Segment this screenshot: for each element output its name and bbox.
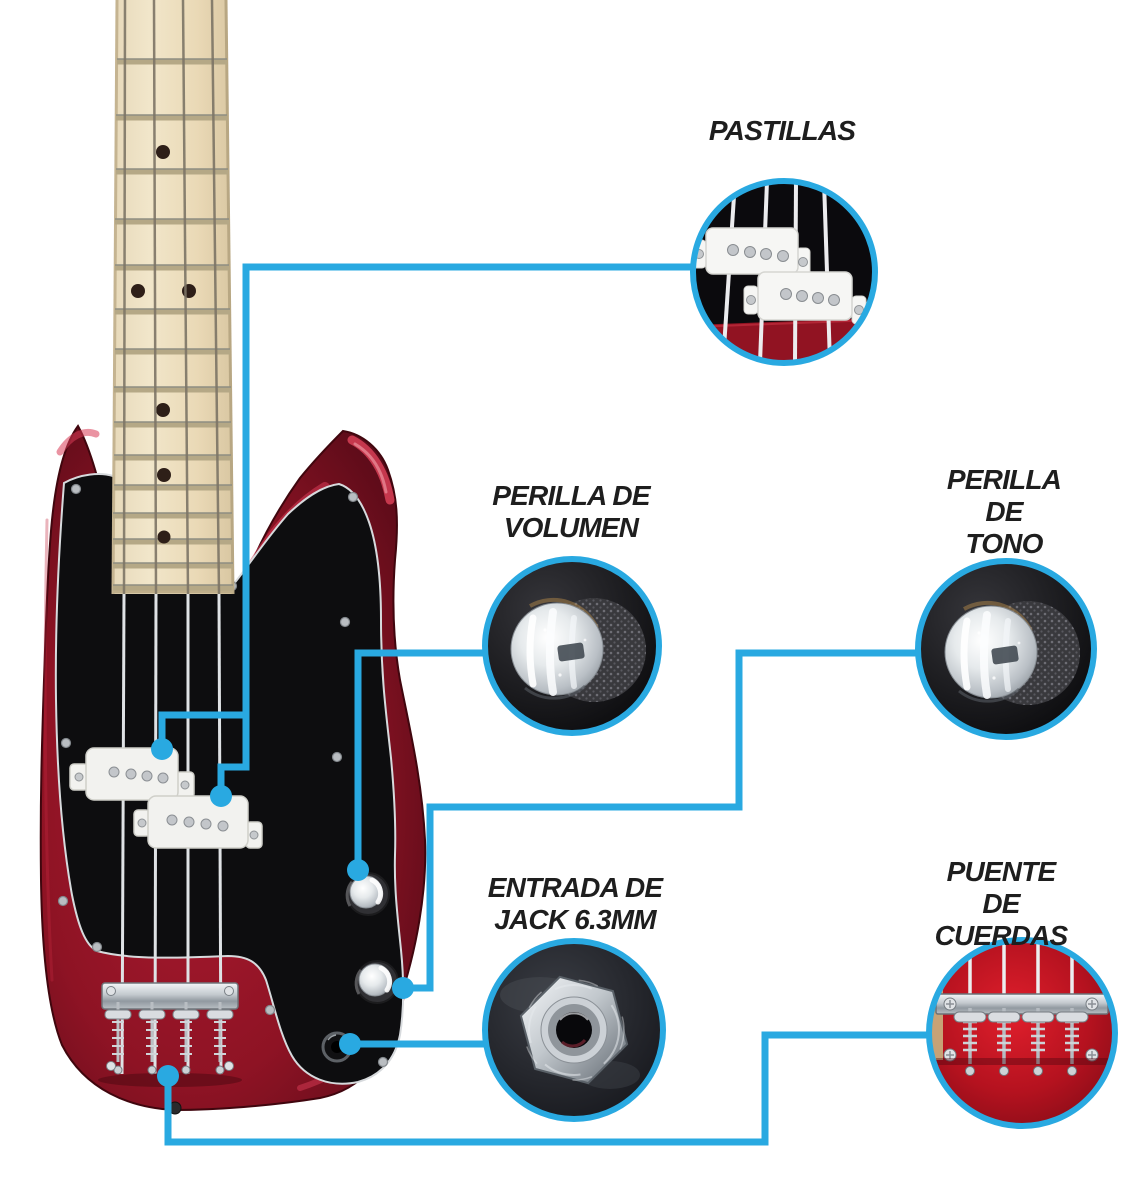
pickup-half-upper [69, 747, 195, 801]
pickup-half-lower [133, 795, 263, 849]
neck [111, 0, 235, 595]
label-string-bridge: PUENTE DE CUERDAS [934, 856, 1069, 951]
pickups-zoom-circle [690, 178, 878, 366]
bridge-zoom-circle [926, 937, 1118, 1129]
pickguard [54, 473, 405, 1085]
jack-zoom-circle [482, 938, 666, 1122]
jack-dot [339, 1033, 361, 1055]
volume-zoom-circle [482, 556, 662, 736]
volume-callout-line [354, 649, 488, 870]
tone-callout-line [403, 649, 920, 992]
volume-dot [347, 859, 369, 881]
callout-lines [158, 263, 932, 1146]
tone-zoom-circle [915, 558, 1097, 740]
bass-guitar [39, 0, 427, 1115]
fret-dots [131, 145, 196, 544]
callout-dots [151, 738, 414, 1087]
tone-dot [392, 977, 414, 999]
label-pickups: PASTILLAS [708, 115, 856, 146]
bridge-dot [157, 1065, 179, 1087]
label-jack-input: ENTRADA DE JACK 6.3MM [487, 872, 663, 935]
label-tone-knob: PERILLA DE TONO [946, 464, 1062, 559]
pickups-callout-branch [158, 711, 246, 749]
pickup-dot-a [151, 738, 173, 760]
zoom-pickup-upper [693, 227, 811, 277]
frets [113, 59, 233, 591]
pickup-dot-b [210, 785, 232, 807]
label-volume-knob: PERILLA DE VOLUMEN [492, 480, 650, 543]
zoom-pickup-lower [743, 271, 867, 325]
bridge-callout-line [164, 1031, 932, 1146]
tone-knob [356, 961, 398, 1003]
split-pickup [69, 747, 263, 849]
pickups-callout-line [217, 263, 693, 796]
